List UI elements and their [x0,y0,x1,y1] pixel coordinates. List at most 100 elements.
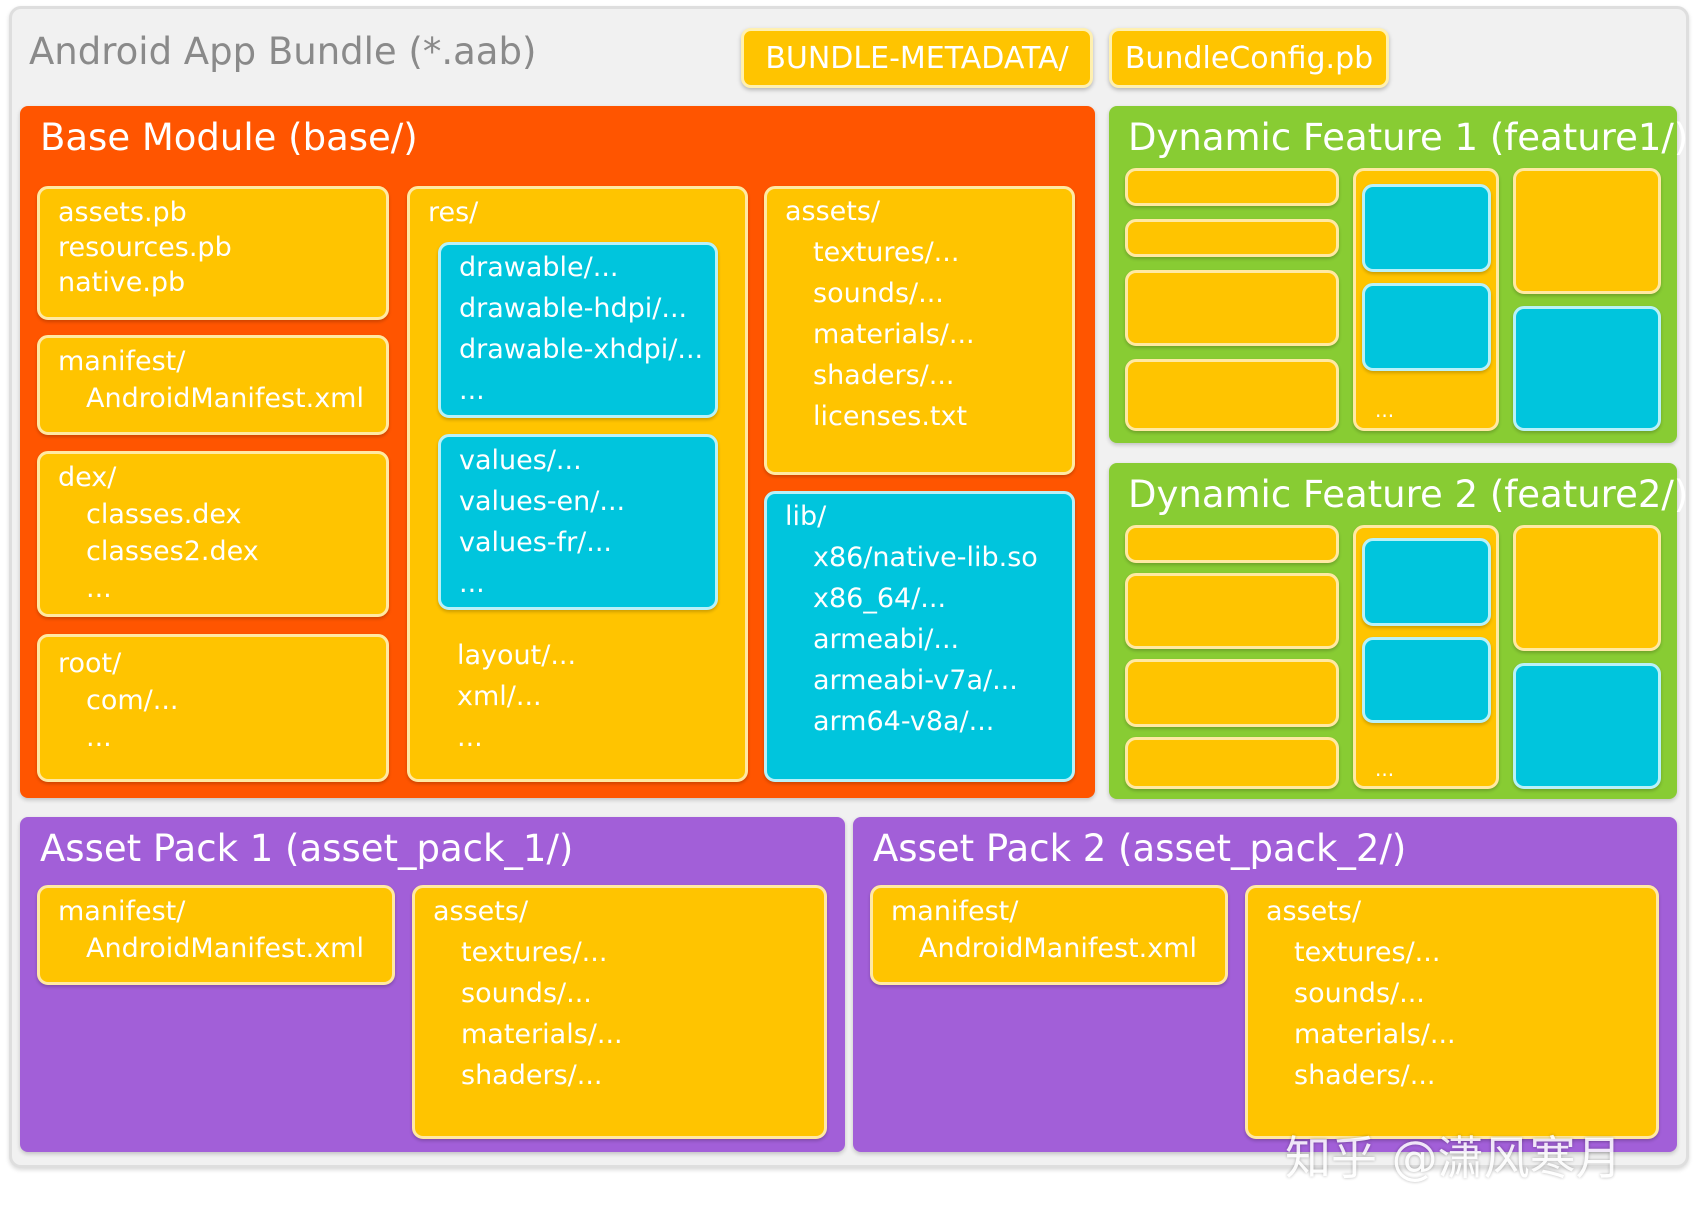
feature1-folder [1125,270,1339,346]
dex-file: classes.dex [86,499,242,530]
base-root-text: root/ com/... ... [58,645,179,756]
values-line: values-fr/... [459,527,613,558]
manifest-label: manifest/ [891,896,1019,927]
lib-line: arm64-v8a/... [813,706,995,737]
feature2-folder [1125,659,1339,727]
feature2-subfolder [1513,663,1661,789]
assets-line: materials/... [813,319,975,350]
base-manifest-text: manifest/ AndroidManifest.xml [58,343,364,417]
base-assets-text: assets/ textures/... sounds/... material… [785,193,975,435]
res-other-line: layout/... [457,640,577,671]
feature1-title: Dynamic Feature 1 (feature1/) [1128,116,1689,159]
res-values-text: values/... values-en/... values-fr/... .… [459,442,625,602]
assets-line: sounds/... [1294,978,1425,1009]
feature1-folder [1125,219,1339,257]
base-pb-text: assets.pb resources.pb native.pb [58,194,232,301]
feature1-subfolder [1362,184,1491,272]
asset-pack2-title: Asset Pack 2 (asset_pack_2/) [873,827,1407,870]
assets-label: assets/ [1266,896,1362,927]
feature1-folder [1513,168,1661,294]
feature1-subfolder [1513,306,1661,431]
feature1-folder [1125,168,1339,206]
assets-line: sounds/... [813,278,944,309]
res-values-folder [438,434,718,610]
assets-line: shaders/... [813,360,955,391]
feature1-ellipsis: ... [1375,398,1395,422]
feature2-folder [1125,573,1339,649]
manifest-file: AndroidManifest.xml [919,933,1197,964]
base-module-title: Base Module (base/) [40,116,418,159]
res-label: res/ [428,197,479,228]
assets-line: shaders/... [461,1060,603,1091]
root-com: com/... [86,685,179,716]
dex-label: dex/ [58,462,117,493]
res-other-line: xml/... [457,681,542,712]
values-line: values/... [459,445,582,476]
assets-label: assets/ [433,896,529,927]
pack2-assets-folder [1245,885,1659,1139]
manifest-file: AndroidManifest.xml [86,933,364,964]
root-ellipsis: ... [86,722,112,753]
res-drawable-folder [438,242,718,418]
assets-line: textures/... [1294,937,1441,968]
manifest-file: AndroidManifest.xml [86,383,364,414]
assets-line: materials/... [1294,1019,1456,1050]
asset-pack1-title: Asset Pack 1 (asset_pack_1/) [40,827,574,870]
pack2-assets-text: assets/ textures/... sounds/... material… [1266,893,1456,1094]
pb-line: native.pb [58,267,186,298]
feature2-ellipsis: ... [1375,757,1395,781]
base-dex-folder [37,451,389,617]
drawable-line: drawable/... [459,252,619,283]
base-lib-folder [764,491,1075,782]
pack2-manifest-text: manifest/ AndroidManifest.xml [891,893,1197,967]
lib-line: armeabi/... [813,624,960,655]
bundle-metadata-tag: BUNDLE-METADATA/ [741,28,1093,88]
drawable-ellipsis: ... [459,375,485,406]
bundle-title: Android App Bundle (*.aab) [29,30,537,73]
pb-line: assets.pb [58,197,187,228]
base-assets-folder [764,186,1075,475]
feature1-subfolder [1362,283,1491,371]
pack1-manifest-folder [37,885,395,985]
pack1-assets-folder [412,885,827,1139]
base-dex-text: dex/ classes.dex classes2.dex ... [58,459,259,607]
drawable-line: drawable-hdpi/... [459,293,688,324]
feature2-title: Dynamic Feature 2 (feature2/) [1128,473,1689,516]
drawable-line: drawable-xhdpi/... [459,334,704,365]
base-lib-text: lib/ x86/native-lib.so x86_64/... armeab… [785,498,1038,740]
watermark: 知乎 @潇风寒月 [1285,1131,1622,1185]
feature2-folder [1125,737,1339,789]
assets-line: shaders/... [1294,1060,1436,1091]
pack1-assets-text: assets/ textures/... sounds/... material… [433,893,623,1094]
feature2-folder [1125,525,1339,563]
manifest-label: manifest/ [58,346,186,377]
res-other-ellipsis: ... [457,722,483,753]
lib-line: x86_64/... [813,583,947,614]
pack2-manifest-folder [870,885,1228,985]
root-label: root/ [58,648,122,679]
base-root-folder [37,634,389,782]
dex-file: classes2.dex [86,536,259,567]
assets-line: textures/... [461,937,608,968]
values-ellipsis: ... [459,568,485,599]
assets-line: textures/... [813,237,960,268]
feature2-subfolder [1362,538,1491,626]
assets-line: materials/... [461,1019,623,1050]
pb-line: resources.pb [58,232,232,263]
feature2-folder [1513,525,1661,651]
res-other-text: layout/... xml/... ... [457,637,576,756]
assets-line: licenses.txt [813,401,968,432]
base-manifest-folder [37,335,389,435]
assets-line: sounds/... [461,978,592,1009]
bundle-config-tag: BundleConfig.pb [1109,28,1389,88]
manifest-label: manifest/ [58,896,186,927]
dex-ellipsis: ... [86,573,112,604]
lib-line: armeabi-v7a/... [813,665,1018,696]
values-line: values-en/... [459,486,626,517]
base-pb-folder [37,186,389,320]
pack1-manifest-text: manifest/ AndroidManifest.xml [58,893,364,967]
res-drawable-text: drawable/... drawable-hdpi/... drawable-… [459,249,703,409]
feature2-subfolder [1362,637,1491,723]
lib-label: lib/ [785,501,827,532]
lib-line: x86/native-lib.so [813,542,1038,573]
